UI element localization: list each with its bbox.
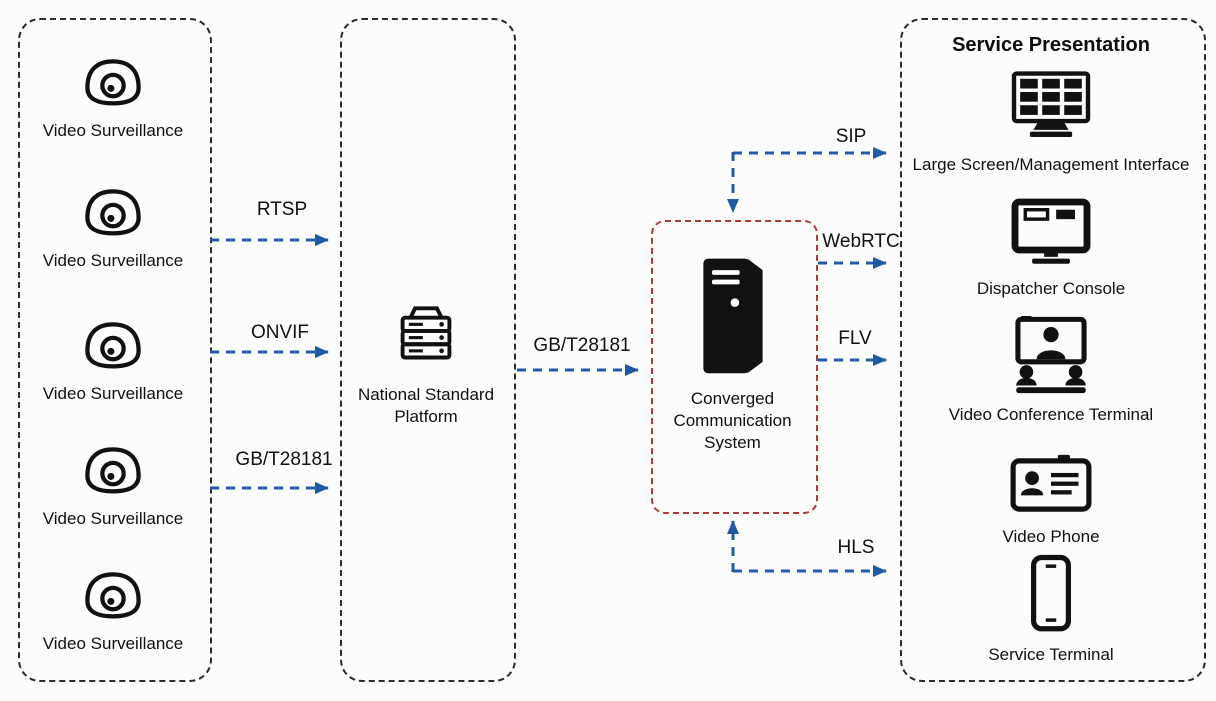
converged-label: Converged Communication System xyxy=(655,388,810,454)
hls-label: HLS xyxy=(837,537,875,558)
converged-label-line1: Converged xyxy=(690,389,775,408)
service-item-label: Large Screen/Management Interface xyxy=(912,155,1190,174)
camera-node: Video Surveillance xyxy=(26,54,200,142)
camera-label: Video Surveillance xyxy=(42,251,184,270)
camera-label: Video Surveillance xyxy=(42,384,184,403)
converged-communication-box xyxy=(651,220,818,514)
sip-label: SIP xyxy=(835,126,867,147)
dispatcher-console-icon xyxy=(1011,198,1091,264)
converged-node: Converged Communication System xyxy=(655,252,810,454)
national-standard-platform-box xyxy=(340,18,516,682)
dome-camera-icon xyxy=(85,59,141,106)
video-wall-icon xyxy=(1011,71,1091,137)
dome-camera-icon xyxy=(85,322,141,369)
service-item-label: Video Phone xyxy=(1002,527,1100,546)
service-node: Video Conference Terminal xyxy=(905,316,1197,426)
video-conference-icon xyxy=(1015,316,1087,394)
video-phone-icon xyxy=(1010,454,1092,512)
webrtc-label: WebRTC xyxy=(822,231,900,252)
converged-label-line3: System xyxy=(704,433,761,453)
dome-camera-icon xyxy=(85,189,141,236)
dome-camera-icon xyxy=(85,447,141,494)
video-surveillance-group-box xyxy=(18,18,212,682)
service-presentation-title: Service Presentation xyxy=(952,34,1150,56)
service-node: Large Screen/Management Interface xyxy=(905,70,1197,176)
service-item-label: Video Conference Terminal xyxy=(948,405,1154,424)
platform-node: National Standard Platform xyxy=(344,302,508,428)
smartphone-icon xyxy=(1031,554,1071,632)
platform-label-line2: Platform xyxy=(394,407,458,427)
gbt28181-left-label: GB/T28181 xyxy=(235,449,333,470)
camera-label: Video Surveillance xyxy=(42,509,184,528)
service-item-label: Dispatcher Console xyxy=(976,279,1126,298)
converged-label-line2: Communication xyxy=(673,411,792,431)
platform-label: National Standard Platform xyxy=(344,384,508,428)
flv-label: FLV xyxy=(838,328,872,349)
onvif-label: ONVIF xyxy=(250,322,310,343)
service-node: Service Terminal xyxy=(905,554,1197,666)
camera-node: Video Surveillance xyxy=(26,442,200,530)
rtsp-label: RTSP xyxy=(256,199,308,220)
platform-label-line1: National Standard xyxy=(357,385,495,404)
camera-node: Video Surveillance xyxy=(26,184,200,272)
camera-label: Video Surveillance xyxy=(42,121,184,140)
camera-node: Video Surveillance xyxy=(26,567,200,655)
service-node: Dispatcher Console xyxy=(905,196,1197,300)
tower-server-icon xyxy=(702,258,763,374)
gbt28181-mid-label: GB/T28181 xyxy=(533,335,631,356)
server-rack-icon xyxy=(400,306,452,360)
service-item-label: Service Terminal xyxy=(988,645,1114,664)
dome-camera-icon xyxy=(85,572,141,619)
camera-label: Video Surveillance xyxy=(42,634,184,653)
service-node: Video Phone xyxy=(905,454,1197,548)
camera-node: Video Surveillance xyxy=(26,317,200,405)
service-presentation-box xyxy=(900,18,1206,682)
